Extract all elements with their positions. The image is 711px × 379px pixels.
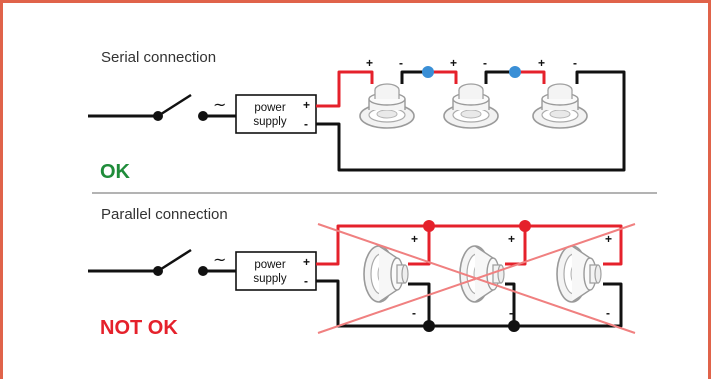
parallel-ps-line1: power xyxy=(254,259,285,271)
downlight-icon xyxy=(532,83,588,129)
serial-sign: - xyxy=(399,56,403,70)
parallel-ps-minus: - xyxy=(304,274,308,288)
parallel-sign: + xyxy=(605,232,612,246)
parallel-junction-positive-2 xyxy=(519,220,531,232)
speaker-icon xyxy=(459,245,505,303)
serial-ps-minus: - xyxy=(304,117,308,131)
serial-junction-2 xyxy=(509,66,521,78)
parallel-junction-positive-1 xyxy=(423,220,435,232)
parallel-sign: - xyxy=(412,306,416,320)
serial-junction-1 xyxy=(422,66,434,78)
serial-tilde: ~ xyxy=(213,95,226,114)
serial-sign: + xyxy=(538,56,545,70)
parallel-sign: + xyxy=(508,232,515,246)
parallel-title: Parallel connection xyxy=(101,206,228,223)
speaker-icon xyxy=(556,245,602,303)
parallel-sign: + xyxy=(411,232,418,246)
parallel-status: NOT OK xyxy=(100,317,178,339)
serial-ps-plus: + xyxy=(303,98,310,112)
serial-sign: + xyxy=(450,56,457,70)
parallel-switch-icon xyxy=(88,248,236,276)
parallel-wiring xyxy=(316,224,623,328)
serial-ps-line1: power xyxy=(254,102,285,114)
parallel-ps-line2: supply xyxy=(253,273,286,285)
speaker-icon xyxy=(363,245,409,303)
parallel-sign: - xyxy=(509,306,513,320)
serial-ps-line2: supply xyxy=(253,116,286,128)
serial-sign: + xyxy=(366,56,373,70)
serial-switch-icon xyxy=(88,93,236,121)
cross-icon xyxy=(317,223,636,334)
parallel-junction-negative-1 xyxy=(423,320,435,332)
downlight-icon xyxy=(359,83,415,129)
serial-status: OK xyxy=(100,161,131,183)
parallel-tilde: ~ xyxy=(213,250,226,269)
serial-wiring xyxy=(316,70,626,172)
serial-title: Serial connection xyxy=(101,49,216,66)
serial-power-supply: power supply + - xyxy=(235,94,317,134)
parallel-junction-negative-2 xyxy=(508,320,520,332)
parallel-ps-plus: + xyxy=(303,255,310,269)
serial-sign: - xyxy=(573,56,577,70)
serial-sign: - xyxy=(483,56,487,70)
downlight-icon xyxy=(443,83,499,129)
parallel-sign: - xyxy=(606,306,610,320)
parallel-power-supply: power supply + - xyxy=(235,251,317,291)
